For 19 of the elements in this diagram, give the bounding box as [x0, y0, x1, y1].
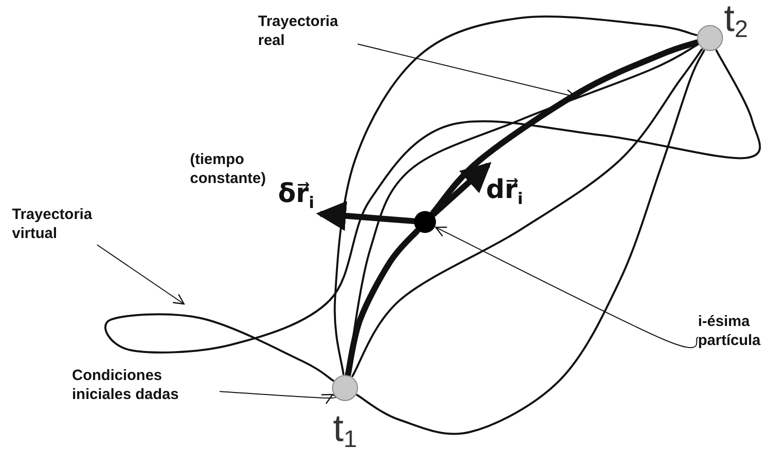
end-point [697, 25, 723, 51]
time-label: t$_{2}$ [724, 0, 748, 45]
trajectory-curve [356, 50, 705, 435]
annotation-text: Trayectoria real [258, 12, 358, 50]
annotation-text: Condiciones iniciales dadas [72, 366, 220, 404]
time-label: t$_{1}$ [333, 410, 357, 455]
vector-arrow [316, 200, 416, 231]
note-text: (tiempo constante) [190, 150, 267, 188]
start-point [332, 375, 358, 401]
leader-line [220, 391, 338, 406]
annotation-text: Trayectoria virtual [12, 205, 124, 243]
trajectory-curve [345, 228, 420, 378]
vector-label: dr⃗$_{i}$ [486, 176, 523, 210]
annotation-text: i-ésima partícula [698, 312, 782, 350]
vector-label: δr⃗$_{i}$ [278, 180, 314, 214]
particle-dot [414, 211, 436, 233]
leader-line [96, 244, 185, 305]
trajectory-curve [104, 49, 761, 382]
leader-line [435, 226, 698, 348]
